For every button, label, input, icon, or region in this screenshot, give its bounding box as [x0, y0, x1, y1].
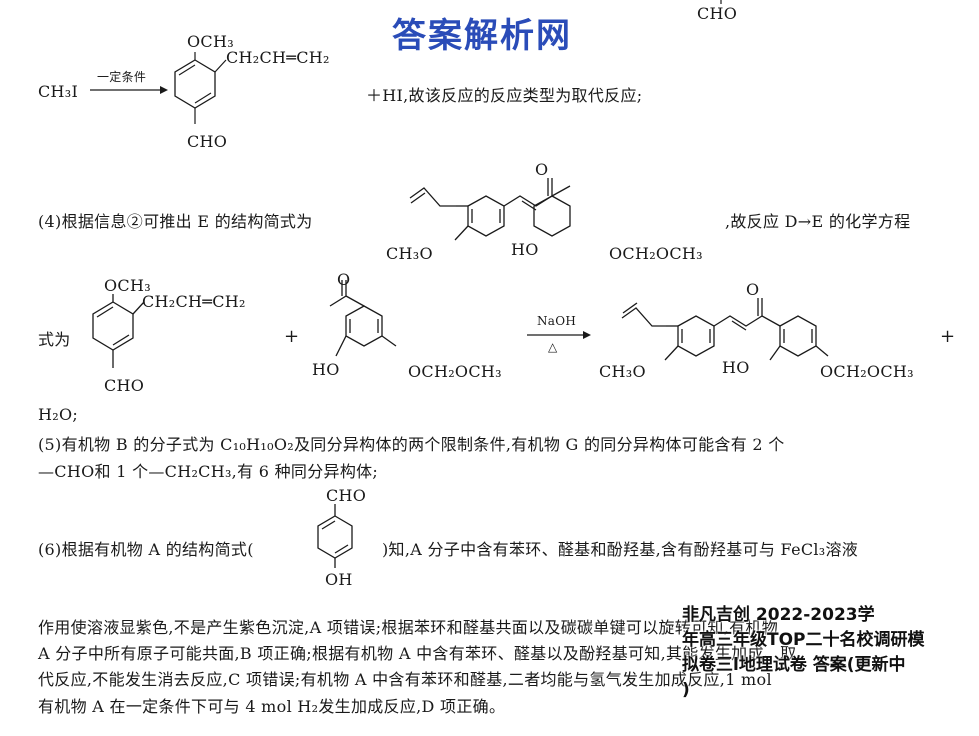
- e-carbonyl-o: O: [535, 160, 549, 179]
- part4-lead: 式为: [38, 330, 71, 349]
- part4-after: ,故反应 D→E 的化学方程: [725, 212, 911, 231]
- reaction-arrow-2: [527, 331, 591, 339]
- part6-line3: A 分子中所有原子可能共面,B 项正确;根据有机物 A 中含有苯环、醛基以及酚羟…: [38, 644, 797, 663]
- e-mom: OCH₂OCH₃: [609, 244, 703, 263]
- d1-cho: CHO: [104, 376, 145, 395]
- e-ho: HO: [511, 240, 539, 259]
- reaction-condition: 一定条件: [97, 70, 147, 84]
- part6-line2: 作用使溶液显紫色,不是产生紫色沉淀,A 项错误;根据苯环和醛基共面以及碳碳单键可…: [38, 618, 778, 637]
- overlay-caption: 非凡吉创 2022-2023学 年高三年级TOP二十名校调研模 拟卷三l地理试卷…: [682, 603, 977, 703]
- product-ch3o: CH₃O: [599, 362, 646, 381]
- part4-intro: (4)根据信息②可推出 E 的结构简式为: [38, 212, 313, 231]
- a-oh: OH: [325, 570, 353, 589]
- allyl-top: CH₂CH═CH₂: [226, 48, 330, 67]
- structure-e: [409, 178, 571, 241]
- part6-line5: 有机物 A 在一定条件下可与 4 mol H₂发生加成反应,D 项正确。: [38, 697, 506, 716]
- benzene-ring-top: [174, 52, 227, 124]
- condition-heat: △: [548, 340, 558, 354]
- structure-a: [317, 504, 353, 568]
- reaction-arrow-1: [90, 86, 168, 94]
- overlay-line: 拟卷三l地理试卷 答案(更新中: [682, 655, 906, 675]
- d2-mom: OCH₂OCH₃: [408, 362, 502, 381]
- plus-1: +: [284, 326, 300, 347]
- product-carbonyl-o: O: [746, 280, 760, 299]
- och3-top: OCH₃: [187, 32, 234, 51]
- structure-d1: [92, 294, 145, 368]
- a-cho: CHO: [326, 486, 367, 505]
- overlay-line: ): [682, 680, 690, 700]
- overlay-line: 年高三年级TOP二十名校调研模: [682, 630, 925, 650]
- e-ch3o: CH₃O: [386, 244, 433, 263]
- part6-before: (6)根据有机物 A 的结构简式(: [38, 540, 254, 559]
- d1-allyl: CH₂CH═CH₂: [142, 292, 246, 311]
- stray-bond-line: [720, 0, 722, 4]
- product-mom: OCH₂OCH₃: [820, 362, 914, 381]
- stray-cho-label: CHO: [697, 4, 738, 23]
- top-reaction-tail: ＋HI,故该反应的反应类型为取代反应;: [366, 86, 643, 105]
- part5-line2: —CHO和 1 个—CH₂CH₃,有 6 种同分异构体;: [38, 462, 379, 481]
- condition-naoh: NaOH: [537, 314, 577, 328]
- structure-product: [621, 298, 829, 361]
- reagent-ch3i: CH₃I: [38, 82, 79, 101]
- overlay-line: 非凡吉创 2022-2023学: [682, 605, 875, 625]
- d2-ho: HO: [312, 360, 340, 379]
- product-ho: HO: [722, 358, 750, 377]
- plus-2: +: [940, 326, 956, 347]
- part6-line4: 代反应,不能发生消去反应,C 项错误;有机物 A 中含有苯环和醛基,二者均能与氢…: [38, 670, 772, 689]
- d1-och3: OCH₃: [104, 276, 151, 295]
- cho-top: CHO: [187, 132, 228, 151]
- structure-d2: [329, 280, 397, 357]
- part5-line1: (5)有机物 B 的分子式为 C₁₀H₁₀O₂及同分异构体的两个限制条件,有机物…: [38, 435, 785, 454]
- part6-after: )知,A 分子中含有苯环、醛基和酚羟基,含有酚羟基可与 FeCl₃溶液: [382, 540, 859, 559]
- watermark: 答案解析网: [392, 16, 572, 56]
- water-product: H₂O;: [38, 405, 79, 424]
- d2-carbonyl-o: O: [337, 270, 351, 289]
